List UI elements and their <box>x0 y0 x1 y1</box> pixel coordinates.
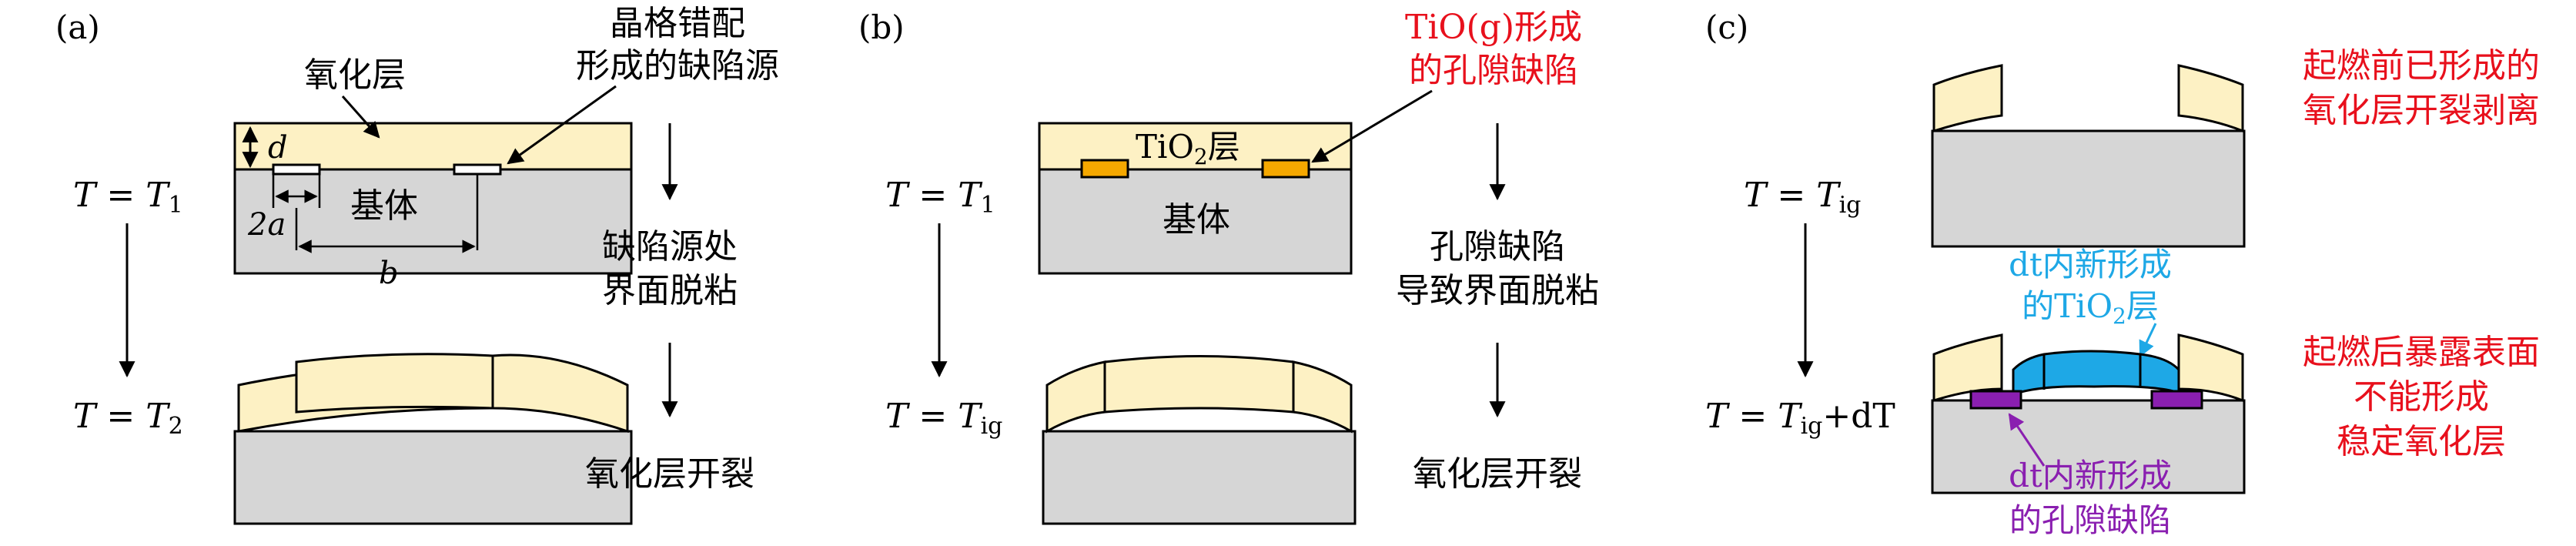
panel-c-lower-oxide-left <box>1932 333 2003 403</box>
panel-c-new-pore-left <box>1969 390 2022 410</box>
panel-a-oxide-layer <box>233 122 633 171</box>
panel-b-tio2-layer <box>1038 122 1353 171</box>
panel-c-new-pore-line1: dt内新形成 <box>2009 457 2172 494</box>
panel-b-substrate <box>1038 168 1353 275</box>
panel-c-tag: (c) <box>1705 8 1748 46</box>
panel-a-temp2: T = T2 <box>73 397 183 440</box>
panel-b-step2: 氧化层开裂 <box>1413 454 1582 494</box>
panel-c-new-pore-pointer <box>2008 413 2046 467</box>
panel-b-pore-right <box>1261 159 1310 179</box>
panel-c-new-pore-line2: 的孔隙缺陷 <box>2009 501 2171 539</box>
panel-a-step1-line2: 界面脱粘 <box>602 271 738 310</box>
panel-a-cracked-oxide-right <box>491 353 629 434</box>
panel-a-defect-source-right <box>453 163 502 176</box>
panel-c-new-tio2-line2: 的TiO2层 <box>2022 287 2159 329</box>
panel-b: (b) TiO2层 基体 TiO(g)形成 的孔隙缺陷 T = T1 T = T… <box>858 8 1599 525</box>
panel-a-defect-label-line2: 形成的缺陷源 <box>576 46 779 85</box>
panel-a-step2: 氧化层开裂 <box>585 454 754 494</box>
panel-a-temp1: T = T1 <box>73 176 183 219</box>
panel-c-peeled-oxide-left <box>1932 64 2003 133</box>
panel-b-cracked-oxide-left <box>1045 360 1106 434</box>
panel-a-substrate <box>233 168 633 275</box>
panel-c-new-tio2-line1: dt内新形成 <box>2009 246 2172 283</box>
panel-c-note2-line1: 起燃后暴露表面 <box>2303 333 2540 372</box>
panel-c-new-pore-right <box>2150 390 2203 410</box>
panel-a-substrate-label: 基体 <box>350 186 418 226</box>
panel-c-substrate-top <box>1931 129 2246 248</box>
panel-a-defect-source-left <box>272 163 321 176</box>
panel-b-cracked-oxide-mid <box>1103 355 1295 414</box>
panel-b-tag: (b) <box>858 8 905 46</box>
panel-b-substrate-label: 基体 <box>1163 200 1230 240</box>
panel-b-tio2-label: TiO2层 <box>1136 128 1240 169</box>
panel-a-cracked-oxide-mid <box>295 353 494 414</box>
panel-c: (c) T = Tig T = Tig+dT 起燃前已形成的 氧化层开裂剥离 d… <box>1705 8 2540 539</box>
panel-b-step1-line1: 孔隙缺陷 <box>1430 227 1565 266</box>
panel-a-d-label: d <box>268 130 288 166</box>
panel-a-defect-label-line1: 晶格错配 <box>610 4 745 43</box>
panel-a: (a) d 2a b 基体 氧化层 晶格错配 形成的缺陷源 T = T1 <box>55 4 779 525</box>
panel-a-b-label: b <box>379 256 399 291</box>
panel-b-pore-pointer <box>1311 89 1433 163</box>
panel-a-tag: (a) <box>55 8 100 46</box>
panel-c-new-tio2-layer <box>2012 350 2180 397</box>
panel-a-step1-line1: 缺陷源处 <box>602 227 738 266</box>
panel-b-pore-label-line2: 的孔隙缺陷 <box>1409 51 1578 90</box>
panel-b-step1-line2: 导致界面脱粘 <box>1396 271 1599 310</box>
panel-b-pore-label-line1: TiO(g)形成 <box>1405 8 1582 47</box>
panel-c-peeled-oxide-right <box>2177 64 2244 133</box>
panel-c-lower-oxide-right <box>2177 333 2244 403</box>
panel-a-oxide-pointer <box>341 95 380 139</box>
panel-c-note2-line3: 稳定氧化层 <box>2337 422 2506 461</box>
panel-c-note1-line2: 氧化层开裂剥离 <box>2303 91 2540 130</box>
panel-c-temp1: T = Tig <box>1744 176 1861 219</box>
panel-a-substrate-cracked <box>233 430 633 525</box>
panel-a-2a-label: 2a <box>247 207 286 243</box>
panel-a-oxide-label: 氧化层 <box>304 55 406 95</box>
panel-c-substrate-bottom <box>1931 399 2246 494</box>
panel-b-temp2: T = Tig <box>885 397 1002 440</box>
panel-b-substrate-cracked <box>1042 430 1357 525</box>
panel-c-note2-line2: 不能形成 <box>2354 377 2489 417</box>
panel-b-temp1: T = T1 <box>885 176 995 219</box>
panel-b-pore-left <box>1080 159 1129 179</box>
panel-c-new-tio2-pointer <box>2139 323 2157 357</box>
panel-b-cracked-oxide-right <box>1292 360 1353 434</box>
panel-c-note1-line1: 起燃前已形成的 <box>2303 46 2540 85</box>
panel-c-temp2: T = Tig+dT <box>1705 397 1895 440</box>
panel-a-defect-pointer <box>507 85 617 165</box>
